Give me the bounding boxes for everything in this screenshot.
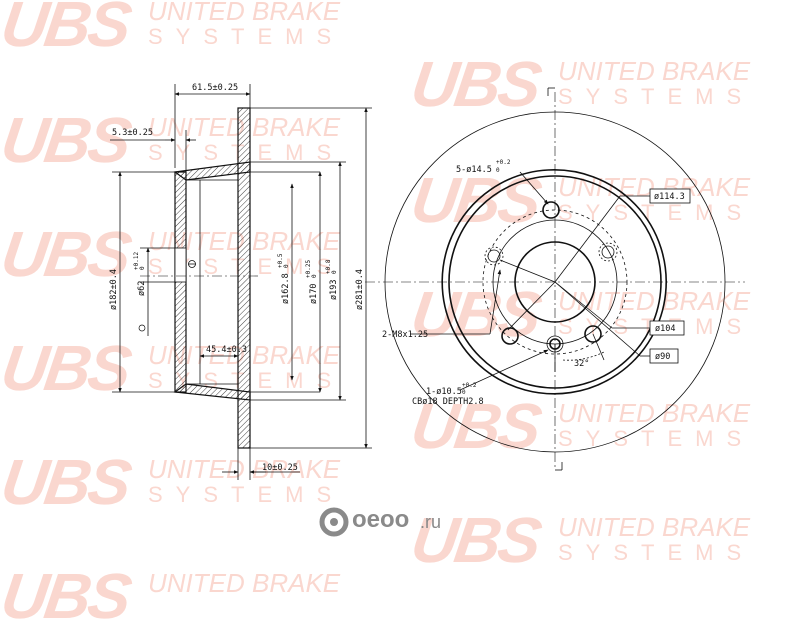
label-d62-tol: +0.12 — [133, 252, 140, 270]
label-disc-thickness: 10±0.25 — [262, 463, 298, 473]
label-pilot-tol2: 0 — [462, 389, 466, 396]
side-section-view — [110, 84, 372, 480]
label-d90: ø90 — [655, 352, 670, 362]
label-pilot-tol: +0.2 — [462, 382, 477, 389]
label-pilot: 1-ø10.5 — [426, 387, 462, 397]
bolt-hole-5 — [487, 249, 501, 263]
label-d104: ø104 — [655, 324, 675, 334]
label-d162: ø162.8 — [281, 273, 291, 304]
bolt-hole-3 — [584, 325, 602, 343]
drawing-stage: UBS UNITED BRAKE SYSTEMS UBS UNITED BRAK… — [0, 0, 750, 632]
label-d193: ø193 — [329, 280, 339, 300]
box-d90 — [649, 348, 679, 364]
bolt-hole-1 — [542, 201, 560, 219]
label-holes-tol2: 0 — [496, 167, 500, 174]
label-d62: ø62 — [137, 281, 147, 296]
brand-logo — [319, 507, 349, 537]
disc-ring-section — [237, 107, 251, 449]
angle-arc — [562, 351, 605, 361]
brand-domain: .ru — [420, 512, 442, 532]
label-angle: 32° — [574, 359, 589, 369]
label-d281: ø281±0.4 — [355, 269, 365, 310]
brand-ring-icon — [319, 507, 349, 537]
label-d170-tol: +0.25 — [305, 260, 312, 278]
label-hub-depth: 45.4±0.3 — [206, 345, 247, 355]
label-d193-tol2: 0 — [331, 270, 338, 274]
label-d170-tol2: 0 — [311, 274, 318, 278]
label-d182: ø182±0.4 — [109, 269, 119, 310]
label-csink: CBø18 DEPTH2.8 — [412, 397, 484, 407]
bolt-hole-4 — [501, 327, 519, 345]
label-d62-tol2: 0 — [139, 266, 146, 270]
center-bore — [174, 247, 187, 283]
friction-inner-edge — [441, 169, 667, 395]
bolt-hole-2 — [601, 245, 615, 259]
brand-name: oeoo — [352, 506, 410, 533]
label-d162-tol2: 0 — [283, 264, 290, 268]
technical-drawing: 61.5±0.25 5.3±0.25 45.4±0.3 10±0.25 ø182… — [109, 83, 745, 480]
label-threads: 2-M8x1.25 — [382, 330, 428, 340]
label-pcd: ø114.3 — [654, 192, 685, 202]
label-holes: 5-ø14.5 — [456, 165, 492, 175]
label-holes-tol: +0.2 — [496, 159, 511, 166]
front-view — [365, 87, 745, 471]
label-d193-tol: +0.8 — [325, 259, 332, 274]
box-pcd — [649, 188, 691, 204]
box-d104 — [649, 320, 685, 336]
label-thickness-hat: 5.3±0.25 — [112, 128, 153, 138]
label-width-total: 61.5±0.25 — [192, 83, 238, 93]
label-d162-tol: +0.5 — [277, 253, 284, 268]
label-d170: ø170 — [309, 284, 319, 304]
